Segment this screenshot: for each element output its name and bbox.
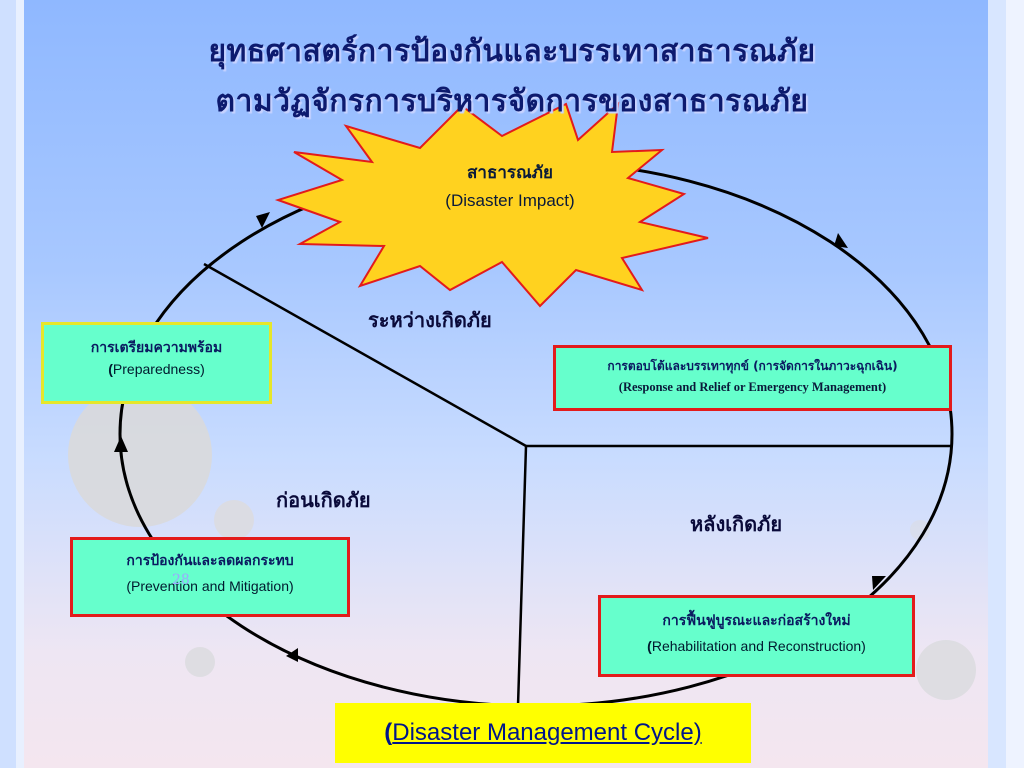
arrow-head <box>256 212 270 228</box>
decor-circle <box>185 647 215 677</box>
preparedness-box: การเตรียมความพร้อม (Preparedness) <box>41 322 272 404</box>
prevention-english: (Prevention and Mitigation) <box>126 578 294 594</box>
phase-during-label: ระหว่างเกิดภัย <box>368 308 492 332</box>
prevention-thai: การป้องกันและลดผลกระทบ <box>126 553 294 569</box>
phase-before-label: ก่อนเกิดภัย <box>276 488 371 512</box>
disaster-impact-label: สาธารณภัย (Disaster Impact) <box>410 160 610 216</box>
preparedness-english-text: Preparedness) <box>112 361 205 377</box>
prevention-box: การป้องกันและลดผลกระทบ (Prevention and M… <box>70 537 350 617</box>
rehabilitation-thai: การฟื้นฟูบูรณะและก่อสร้างใหม่ <box>662 613 851 629</box>
decor-circle <box>68 383 212 527</box>
decor-stripe <box>0 0 16 768</box>
arrow-head <box>872 576 886 590</box>
phase-after-label: หลังเกิดภัย <box>690 512 783 536</box>
arrow-head <box>834 233 848 248</box>
decor-circle <box>916 640 976 700</box>
arrow-head <box>114 436 128 452</box>
cycle-label-paren: ( <box>384 719 393 746</box>
response-thai: การตอบโต้และบรรเทาทุกข์ (การจัดการในภาวะ… <box>607 359 898 373</box>
slide-title-line1: ยุทธศาสตร์การป้องกันและบรรเทาสาธารณภัย <box>208 34 816 69</box>
divider-line-upper-left <box>203 262 527 448</box>
slide-number: 28 <box>172 572 190 588</box>
response-box: การตอบโต้และบรรเทาทุกข์ (การจัดการในภาวะ… <box>553 345 952 411</box>
response-english: (Response and Relief or Emergency Manage… <box>618 380 887 394</box>
rehabilitation-box: การฟื้นฟูบูรณะและก่อสร้างใหม่ (Rehabilit… <box>598 595 915 677</box>
rehabilitation-paren: ( <box>647 638 652 654</box>
rehabilitation-english-text: Rehabilitation and Reconstruction) <box>651 638 866 654</box>
disaster-management-cycle-label: (Disaster Management Cycle) <box>335 703 751 763</box>
decor-stripe <box>1006 0 1024 768</box>
disaster-impact-thai: สาธารณภัย <box>467 163 553 183</box>
preparedness-english: (Preparedness) <box>44 359 269 379</box>
disaster-impact-english: (Disaster Impact) <box>445 191 575 210</box>
preparedness-paren: ( <box>108 361 113 377</box>
disaster-impact-starburst <box>274 101 709 308</box>
divider-line-down <box>516 445 528 707</box>
decor-stripe <box>16 0 24 768</box>
cycle-label-text: Disaster Management Cycle) <box>392 719 702 746</box>
slide-title-line2: ตามวัฏจักรการบริหารจัดการของสาธารณภัย <box>215 84 809 119</box>
rehabilitation-english: (Rehabilitation and Reconstruction) <box>601 636 912 656</box>
decor-circle <box>910 520 930 540</box>
arrow-head <box>286 648 298 662</box>
decor-stripe <box>988 0 1006 768</box>
preparedness-thai: การเตรียมความพร้อม <box>90 340 223 356</box>
decor-circle <box>214 500 254 540</box>
